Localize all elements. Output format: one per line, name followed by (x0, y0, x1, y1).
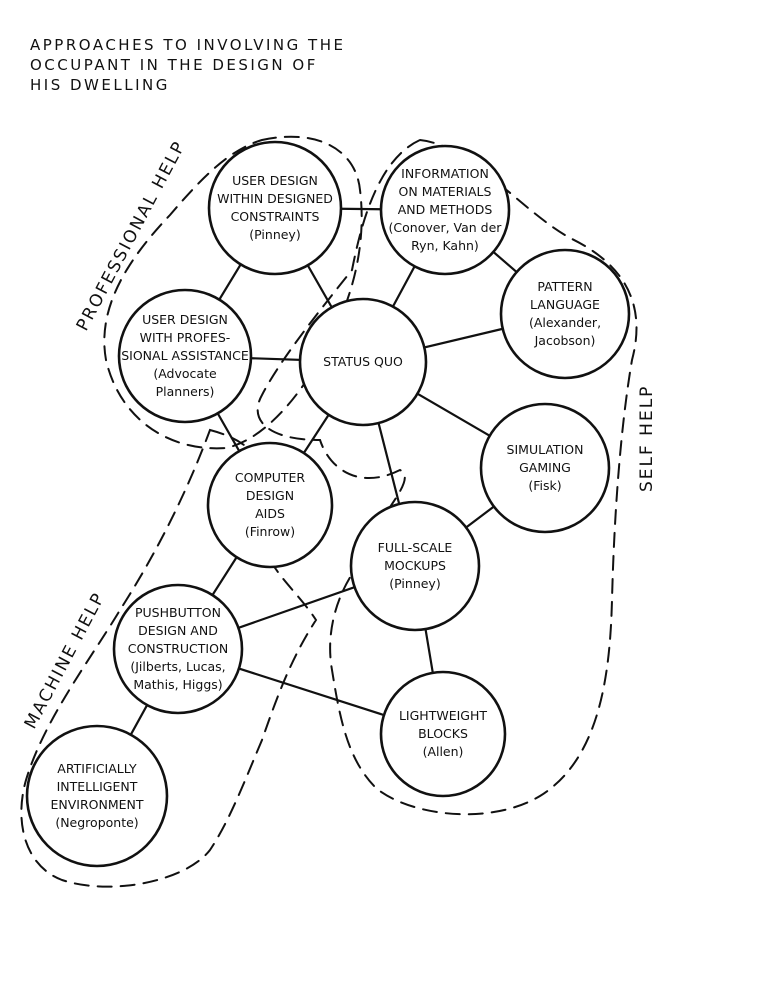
node-full-scale-mockups: FULL-SCALE MOCKUPS (Pinney) (349, 500, 481, 632)
node-label-information-materials-2: AND METHODS (398, 202, 493, 217)
node-label-user-design-professional-0: USER DESIGN (142, 312, 228, 327)
node-label-full-scale-mockups-0: FULL-SCALE (378, 540, 453, 555)
node-label-pattern-language-0: PATTERN (537, 279, 592, 294)
node-circle-simulation-gaming (479, 402, 611, 534)
node-circle-computer-design-aids (206, 441, 334, 569)
node-label-pattern-language-3: Jacobson) (534, 333, 596, 348)
node-label-pattern-language-2: (Alexander, (529, 315, 601, 330)
node-label-information-materials-1: ON MATERIALS (399, 184, 492, 199)
node-label-artificially-intelligent-2: ENVIRONMENT (50, 797, 143, 812)
node-label-pushbutton-3: (Jilberts, Lucas, (130, 659, 225, 674)
node-label-information-materials-0: INFORMATION (401, 166, 489, 181)
node-circle-pushbutton (112, 583, 244, 715)
node-label-user-design-professional-4: Planners) (156, 384, 215, 399)
node-label-pushbutton-1: DESIGN AND (138, 623, 218, 638)
node-circle-user-design-professional (117, 288, 253, 424)
node-circle-lightweight-blocks (379, 670, 507, 798)
node-computer-design-aids: COMPUTER DESIGN AIDS (Finrow) (206, 441, 334, 569)
node-pushbutton: PUSHBUTTON DESIGN AND CONSTRUCTION (Jilbert… (112, 583, 244, 715)
node-circle-user-design-constraints (207, 140, 343, 276)
node-label-lightweight-blocks-1: BLOCKS (418, 726, 468, 741)
node-user-design-constraints: USER DESIGN WITHIN DESIGNED CONSTRAINTS (Pi… (207, 140, 343, 276)
title-line-3: HIS DWELLING (30, 76, 170, 94)
group-label-machine: MACHINE HELP (21, 589, 110, 732)
node-circle-status-quo (298, 297, 428, 427)
node-label-user-design-constraints-2: CONSTRAINTS (231, 209, 320, 224)
node-artificially-intelligent: ARTIFICIALLY INTELLIGENT ENVIRONMENT (Negro… (25, 724, 169, 868)
node-lightweight-blocks: LIGHTWEIGHT BLOCKS (Allen) (379, 670, 507, 798)
node-label-simulation-gaming-2: (Fisk) (528, 478, 561, 493)
node-label-full-scale-mockups-2: (Pinney) (389, 576, 440, 591)
node-simulation-gaming: SIMULATION GAMING (Fisk) (479, 402, 611, 534)
node-layer: USER DESIGN WITHIN DESIGNED CONSTRAINTS (Pi… (25, 140, 631, 868)
title-line-2: OCCUPANT IN THE DESIGN OF (30, 56, 318, 74)
node-circle-information-materials (379, 144, 511, 276)
professional-help-region (103, 135, 363, 450)
node-label-pushbutton-2: CONSTRUCTION (128, 641, 229, 656)
node-circle-full-scale-mockups (349, 500, 481, 632)
node-label-computer-design-aids-0: COMPUTER (235, 470, 306, 485)
node-label-simulation-gaming-0: SIMULATION (507, 442, 584, 457)
node-label-pushbutton-0: PUSHBUTTON (135, 605, 221, 620)
self-help-region (256, 138, 638, 816)
node-label-lightweight-blocks-2: (Allen) (423, 744, 464, 759)
node-user-design-professional: USER DESIGN WITH PROFES- SIONAL ASSISTANCE… (117, 288, 253, 424)
node-label-user-design-constraints-3: (Pinney) (249, 227, 300, 242)
node-label-lightweight-blocks-0: LIGHTWEIGHT (399, 708, 487, 723)
diagram-title: APPROACHES TO INVOLVING THE OCCUPANT IN … (30, 36, 345, 94)
node-circle-pattern-language (499, 248, 631, 380)
node-label-simulation-gaming-1: GAMING (519, 460, 571, 475)
node-label-computer-design-aids-1: DESIGN (246, 488, 294, 503)
group-label-self: SELF HELP (637, 385, 657, 492)
node-label-artificially-intelligent-3: (Negroponte) (55, 815, 138, 830)
node-label-pattern-language-1: LANGUAGE (530, 297, 600, 312)
node-label-full-scale-mockups-1: MOCKUPS (384, 558, 446, 573)
node-circle-artificially-intelligent (25, 724, 169, 868)
node-label-status-quo-0: STATUS QUO (323, 354, 403, 369)
node-label-information-materials-3: (Conover, Van der (389, 220, 503, 235)
node-label-user-design-constraints-1: WITHIN DESIGNED (217, 191, 333, 206)
node-label-information-materials-4: Ryn, Kahn) (411, 238, 479, 253)
node-status-quo: STATUS QUO (298, 297, 428, 427)
node-label-pushbutton-4: Mathis, Higgs) (133, 677, 222, 692)
node-label-user-design-professional-2: SIONAL ASSISTANCE (121, 348, 249, 363)
node-label-user-design-constraints-0: USER DESIGN (232, 173, 318, 188)
node-pattern-language: PATTERN LANGUAGE (Alexander, Jacobson) (499, 248, 631, 380)
node-information-materials: INFORMATION ON MATERIALS AND METHODS (Conov… (379, 144, 511, 276)
node-label-user-design-professional-1: WITH PROFES- (140, 330, 231, 345)
node-label-artificially-intelligent-0: ARTIFICIALLY (57, 761, 137, 776)
title-line-1: APPROACHES TO INVOLVING THE (30, 36, 345, 54)
node-label-computer-design-aids-2: AIDS (255, 506, 285, 521)
node-label-user-design-professional-3: (Advocate (153, 366, 217, 381)
node-label-computer-design-aids-3: (Finrow) (245, 524, 295, 539)
node-label-artificially-intelligent-1: INTELLIGENT (57, 779, 138, 794)
